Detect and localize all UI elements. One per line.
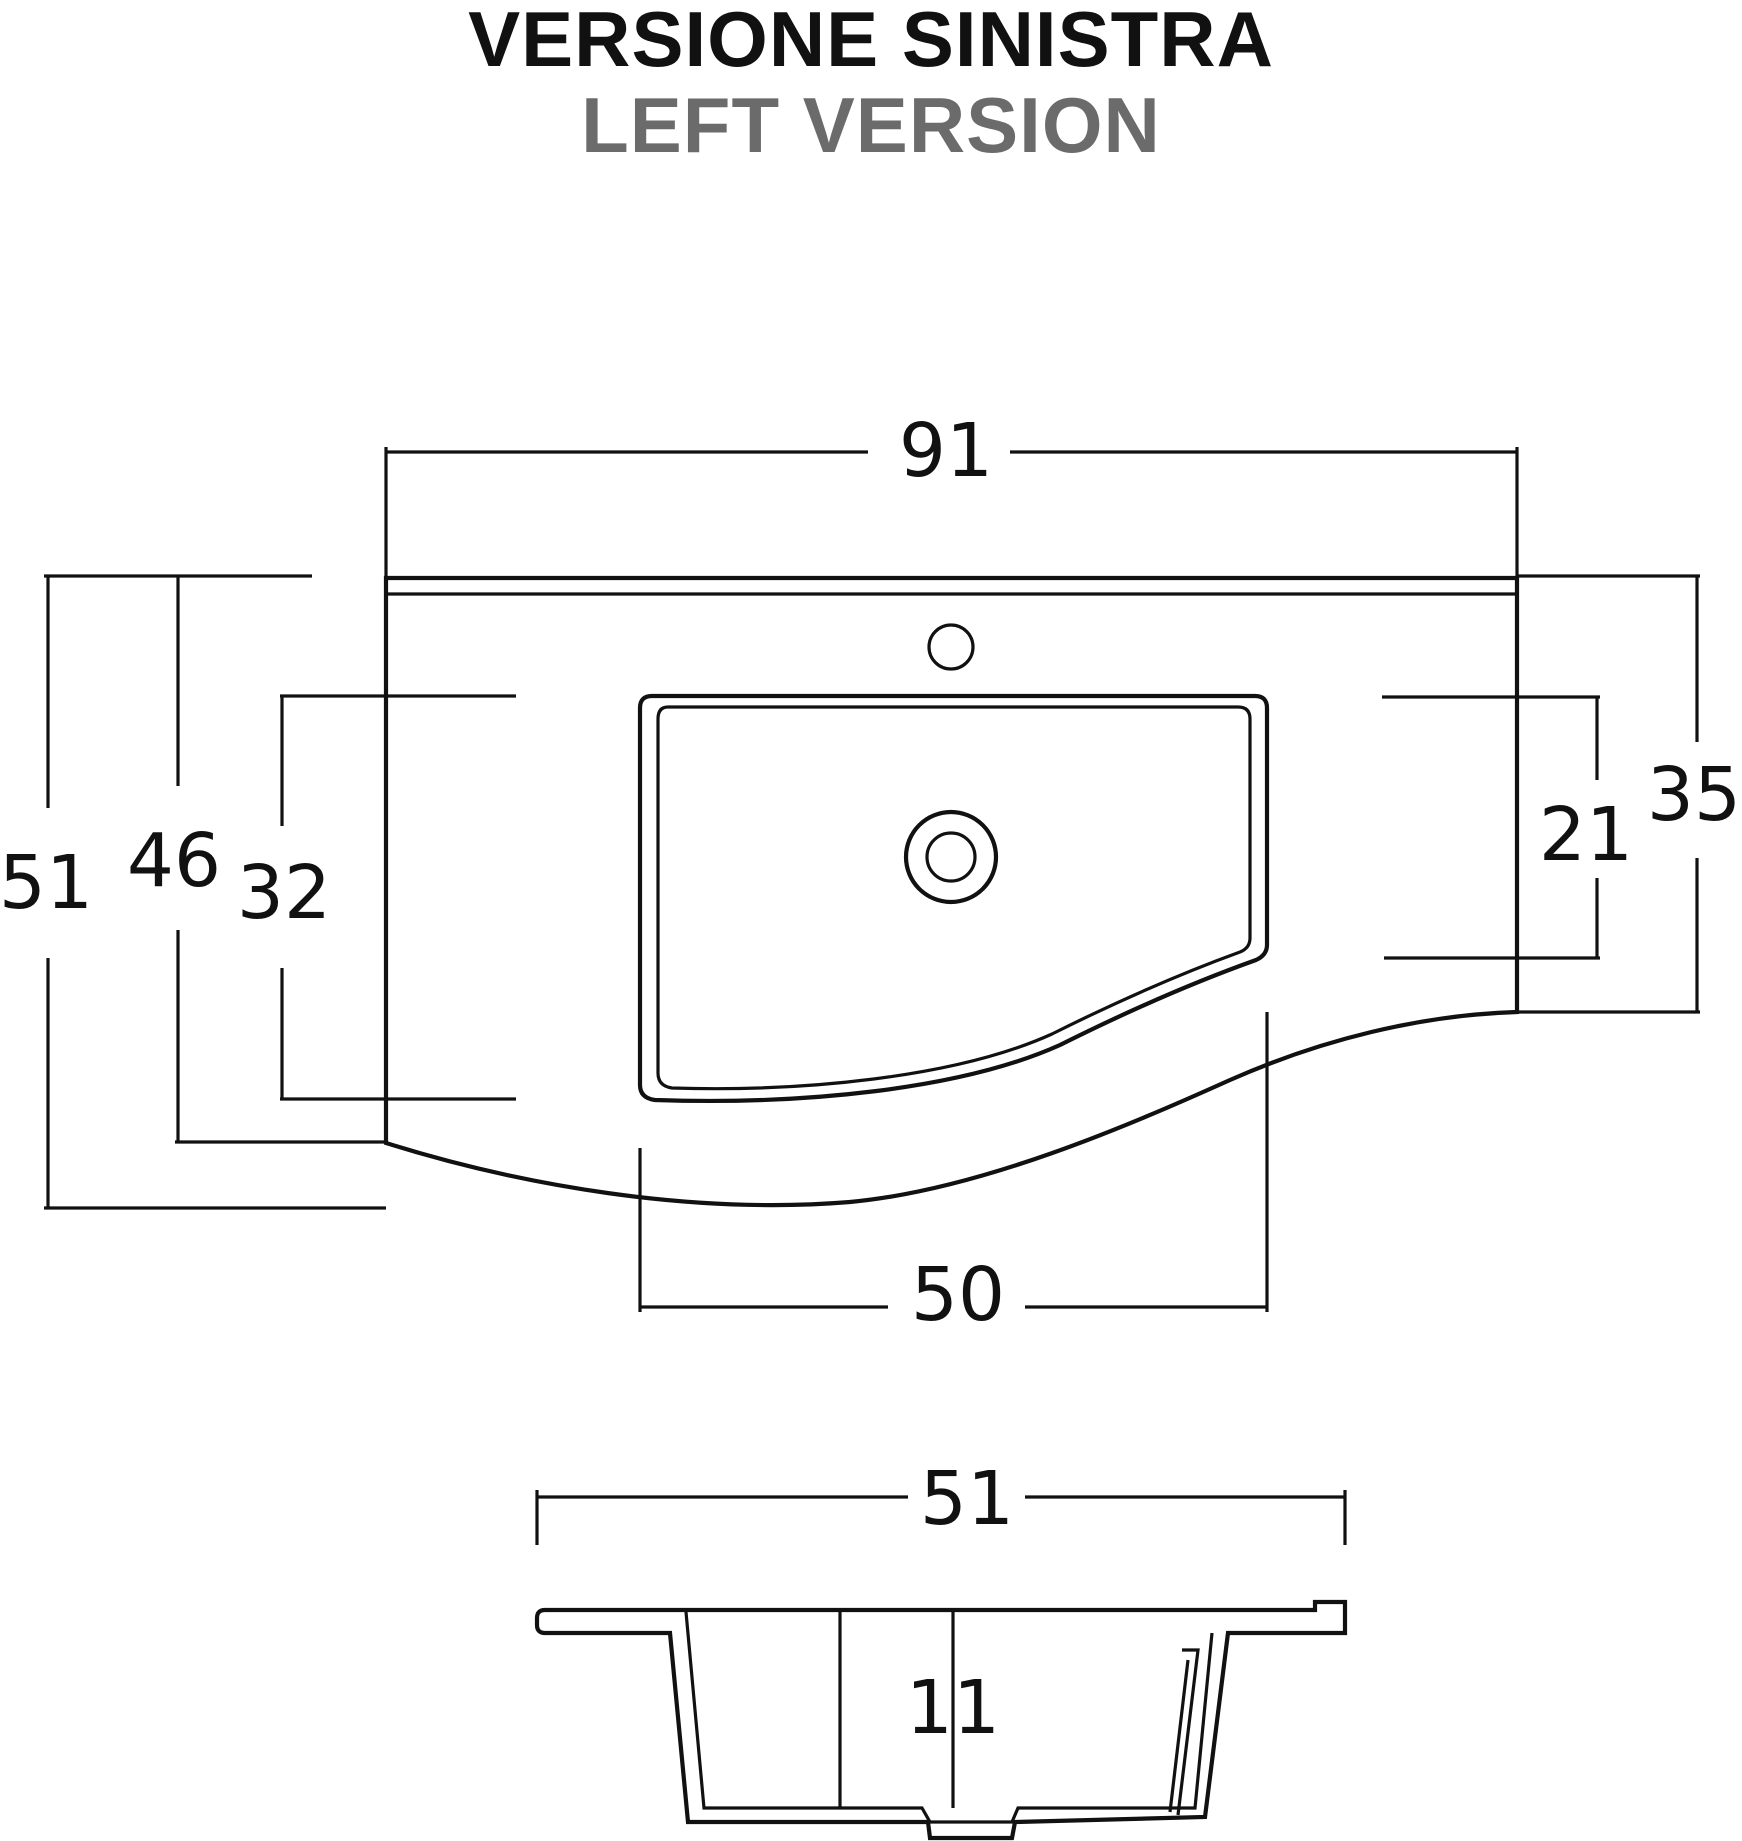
drain-inner bbox=[925, 831, 977, 883]
dim-91-label: 91 bbox=[899, 408, 993, 494]
top-view: 91 51 46 32 21 35 50 bbox=[0, 408, 1741, 1338]
section-view: 51 11 bbox=[534, 1456, 1348, 1841]
dim-21-label: 21 bbox=[1539, 792, 1633, 878]
bowl-inner bbox=[656, 705, 1252, 1091]
dim-51-left-label: 51 bbox=[0, 840, 93, 926]
bowl-outer bbox=[637, 693, 1270, 1103]
dim-46-label: 46 bbox=[127, 818, 221, 904]
dim-51-section-label: 51 bbox=[920, 1456, 1014, 1542]
title-secondary: LEFT VERSION bbox=[581, 81, 1161, 169]
tap-hole bbox=[927, 623, 975, 671]
section-overflow-inner bbox=[1168, 1659, 1190, 1813]
dim-35-label: 35 bbox=[1647, 752, 1741, 838]
basin-outline bbox=[383, 575, 1520, 1208]
title-primary: VERSIONE SINISTRA bbox=[468, 0, 1274, 83]
section-outline bbox=[534, 1599, 1348, 1841]
dim-32-label: 32 bbox=[237, 850, 331, 936]
section-overflow bbox=[1176, 1648, 1200, 1816]
section-inner-wall bbox=[684, 1611, 1214, 1824]
drain-outer bbox=[903, 809, 999, 905]
dim-11-label: 11 bbox=[906, 1665, 1000, 1751]
dim-50-label: 50 bbox=[911, 1252, 1005, 1338]
